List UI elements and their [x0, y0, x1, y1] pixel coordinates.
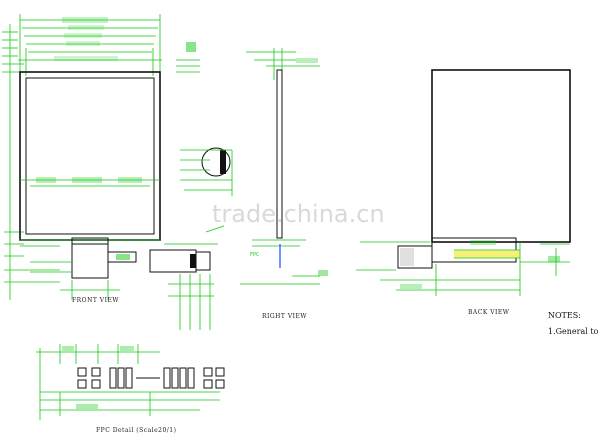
front-left-dimensions: [2, 24, 60, 300]
notes-heading: NOTES:: [548, 311, 581, 320]
fpc-detail-label: FPC Detail (Scale20/1): [96, 427, 176, 434]
notes-item-1: 1.General to: [548, 327, 599, 336]
notes-block: NOTES: 1.General to: [548, 311, 599, 336]
watermark-text: trade.china.cn: [212, 200, 385, 228]
right-view: FPC RIGHT VIEW: [240, 48, 328, 320]
back-dimensions: [356, 240, 570, 296]
front-view: FRONT VIEW: [2, 14, 233, 330]
front-view-label: FRONT VIEW: [72, 297, 119, 304]
fpc-detail: FPC Detail (Scale20/1): [36, 344, 225, 434]
back-view-label: BACK VIEW: [468, 309, 510, 316]
front-top-right-marks: [176, 42, 200, 73]
stiffener-strip: [454, 250, 520, 258]
panel-outline: [19, 71, 161, 241]
fpc-detail-dimensions: [36, 344, 220, 420]
fpc-pads: [77, 367, 225, 389]
front-top-dimensions: [18, 14, 162, 76]
active-area: [25, 77, 155, 235]
front-inner-dimensions: [20, 177, 160, 247]
corner-detail: [180, 147, 233, 196]
back-view: BACK VIEW: [356, 69, 571, 316]
back-panel-outline: [431, 69, 571, 243]
right-view-label: RIGHT VIEW: [262, 313, 307, 320]
svg-text:FPC: FPC: [250, 252, 259, 258]
front-connector-detail: [149, 225, 225, 330]
front-fpc-tail: [30, 237, 137, 300]
right-view-profile: [276, 69, 283, 239]
